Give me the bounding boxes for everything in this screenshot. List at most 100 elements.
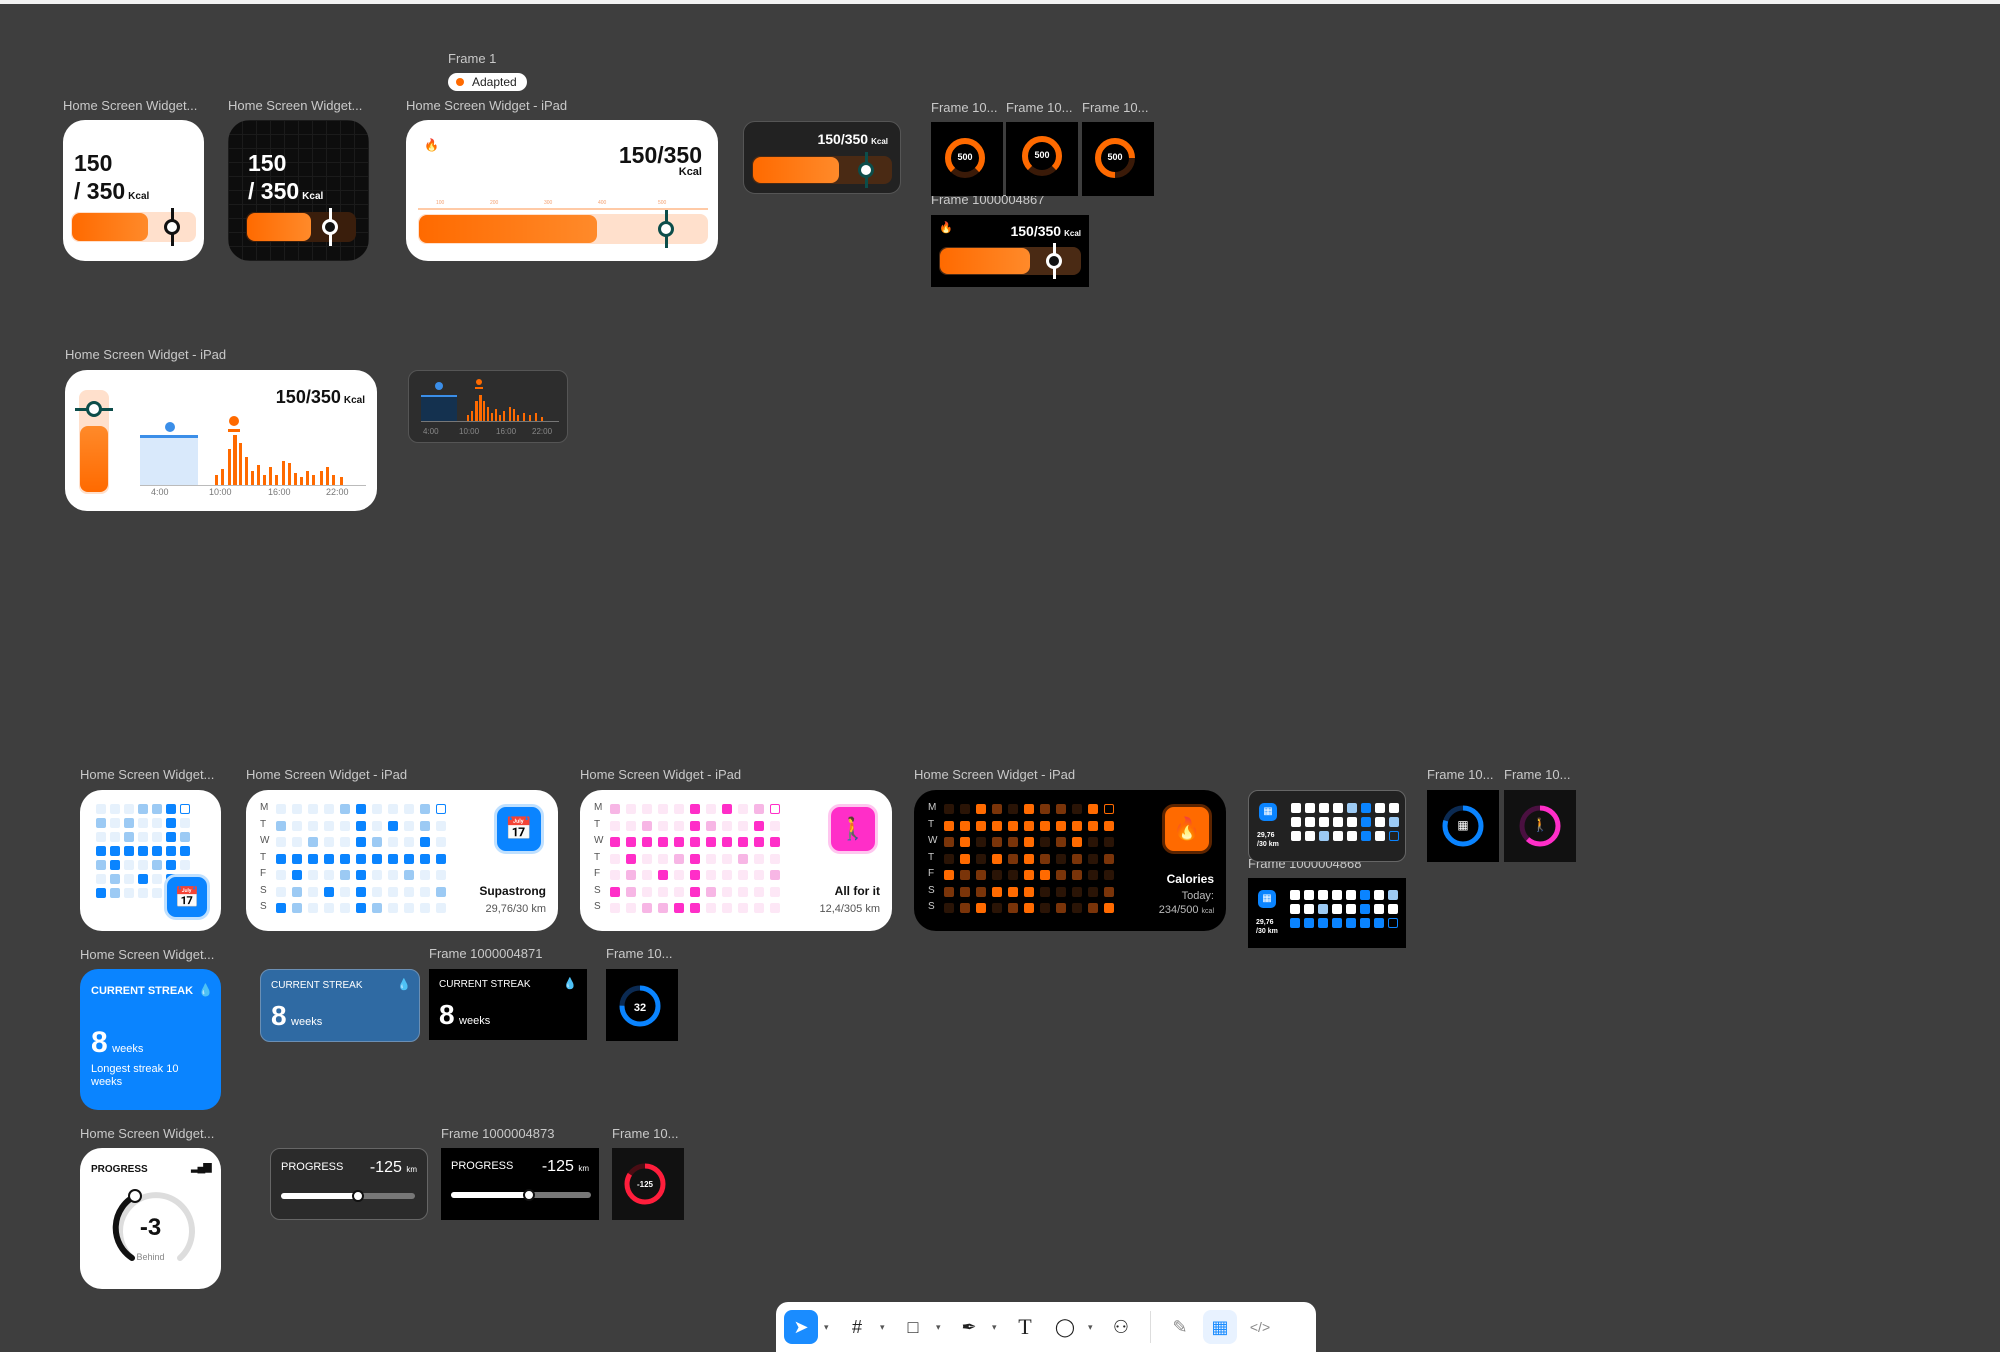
comment-tool-icon[interactable]: ◯ — [1054, 1316, 1076, 1337]
dev-mode-icon[interactable]: </> — [1249, 1319, 1271, 1335]
heatmap-cell — [356, 853, 366, 864]
frame-label[interactable]: Home Screen Widget... — [80, 1126, 215, 1141]
frame-tool-icon[interactable]: # — [851, 1316, 862, 1337]
components-tool-icon[interactable]: ⚇ — [1112, 1316, 1130, 1337]
heatmap-cell — [1332, 904, 1342, 914]
frame-label[interactable]: Home Screen Widget - iPad — [246, 767, 408, 782]
frame-label[interactable]: Frame 1000004871 — [429, 946, 543, 961]
chevron-down-icon[interactable]: ▾ — [936, 1321, 941, 1332]
frame-label[interactable]: Home Screen Widget... — [63, 98, 198, 113]
heatmap-cell — [96, 832, 106, 842]
heatmap-cell — [976, 870, 986, 880]
streak-widget-compact[interactable]: CURRENT STREAK 💧 8 weeks — [260, 969, 420, 1042]
progress-ring-widget[interactable]: -125 — [612, 1148, 684, 1220]
frame-label[interactable]: Frame 1 — [448, 51, 497, 66]
heatmap-cell — [1040, 853, 1050, 864]
heatmap-cell — [770, 837, 780, 847]
heatmap-cell — [642, 870, 652, 880]
heatmap-cell — [706, 837, 716, 847]
design-mode-icon[interactable]: ▦ — [1203, 1310, 1237, 1344]
adapted-badge[interactable]: Adapted — [448, 73, 527, 91]
frame-label[interactable]: Frame 10... — [1006, 100, 1073, 115]
heatmap-cell — [1319, 817, 1329, 827]
streak-ring-widget[interactable]: 32 — [606, 969, 678, 1041]
heatmap-cell — [1291, 803, 1301, 813]
heatmap-cell — [674, 820, 684, 831]
chevron-down-icon[interactable]: ▾ — [824, 1321, 829, 1332]
slider-thumb[interactable] — [523, 1189, 535, 1201]
frame-label[interactable]: Frame 10... — [612, 1126, 679, 1141]
heatmap-cell — [992, 870, 1002, 880]
heatmap-cell — [292, 903, 302, 913]
streak-label: CURRENT STREAK — [439, 979, 531, 990]
frame-label[interactable]: Home Screen Widget - iPad — [65, 347, 227, 362]
heatmap-cell — [1008, 886, 1018, 897]
heatmap-cell — [1040, 837, 1050, 847]
progress-km-widget-black[interactable]: PROGRESS -125 km — [441, 1148, 599, 1220]
heatmap-cell — [722, 804, 732, 814]
mini-km-widget-black[interactable]: ▦ 29,76/30 km — [1248, 878, 1406, 948]
heatmap-cell — [436, 886, 446, 897]
streak-widget[interactable]: CURRENT STREAK 💧 8 weeks Longest streak … — [80, 969, 221, 1110]
heatmap-cell — [324, 853, 334, 864]
heatmap-cell — [770, 870, 780, 880]
frame-label[interactable]: Home Screen Widget... — [80, 947, 215, 962]
heatmap-cell — [308, 886, 318, 897]
heatmap-cell — [1088, 820, 1098, 831]
text-tool-icon[interactable]: T — [1018, 1314, 1032, 1339]
progress-km-widget[interactable]: PROGRESS -125 km — [270, 1148, 428, 1220]
mini-chart-widget[interactable]: 4:00 10:00 16:00 22:00 — [408, 370, 568, 443]
heatmap-cell — [754, 820, 764, 831]
blue-ring-widget[interactable]: ▦ — [1427, 790, 1499, 862]
chevron-down-icon[interactable]: ▾ — [1088, 1321, 1093, 1332]
frame-label[interactable]: Frame 10... — [1427, 767, 1494, 782]
slider-thumb[interactable] — [352, 1190, 364, 1202]
progress-widget[interactable]: PROGRESS ▂▄▆ -3 Behind — [80, 1148, 221, 1289]
heatmap-cell — [674, 804, 684, 814]
streak-widget-black[interactable]: CURRENT STREAK 💧 8 weeks — [429, 969, 587, 1040]
frame-label[interactable]: Frame 10... — [1082, 100, 1149, 115]
pink-ring-widget[interactable]: 🚶 — [1504, 790, 1576, 862]
frame-label[interactable]: Home Screen Widget - iPad — [580, 767, 742, 782]
heatmap-cell — [1088, 903, 1098, 913]
ring-widget-1[interactable]: 500 — [931, 122, 1003, 196]
move-tool-icon[interactable]: ➤ — [784, 1310, 818, 1344]
frame-label[interactable]: Frame 10... — [1504, 767, 1571, 782]
ring-widget-3[interactable]: 500 — [1082, 122, 1154, 196]
streak-heatmap-small[interactable]: 📅 — [80, 790, 221, 931]
heatmap-cell — [124, 804, 134, 814]
draw-mode-icon[interactable]: ✎ — [1172, 1316, 1188, 1337]
ring-widget-2[interactable]: 500 — [1006, 122, 1078, 196]
heatmap-cell — [340, 886, 350, 897]
frame-label[interactable]: Frame 10... — [606, 946, 673, 961]
heatmap-cell — [992, 886, 1002, 897]
chevron-down-icon[interactable]: ▾ — [992, 1321, 997, 1332]
frame-label[interactable]: Home Screen Widget - iPad — [914, 767, 1076, 782]
kcal-widget-ipad[interactable]: 🔥 150/350 Kcal 100 200 300 400 500 — [406, 120, 718, 261]
heatmap-cell — [658, 837, 668, 847]
heatmap-cell — [690, 886, 700, 897]
mini-km-widget[interactable]: ▦ 29,76/30 km — [1248, 790, 1406, 862]
heatmap-cell — [1104, 804, 1114, 814]
frame-label[interactable]: Home Screen Widget - iPad — [406, 98, 568, 113]
walking-icon: 🚶 — [1532, 817, 1549, 832]
frame-label[interactable]: Home Screen Widget... — [228, 98, 363, 113]
frame-label[interactable]: Home Screen Widget... — [80, 767, 215, 782]
heatmap-cell — [960, 837, 970, 847]
rectangle-tool-icon[interactable]: □ — [907, 1316, 919, 1337]
chevron-down-icon[interactable]: ▾ — [880, 1321, 885, 1332]
heatmap-cell — [436, 837, 446, 847]
pen-tool-icon[interactable]: ✒ — [961, 1316, 977, 1337]
frame-label[interactable]: Frame 1000004873 — [441, 1126, 555, 1141]
frame-label[interactable]: Frame 10... — [931, 100, 998, 115]
